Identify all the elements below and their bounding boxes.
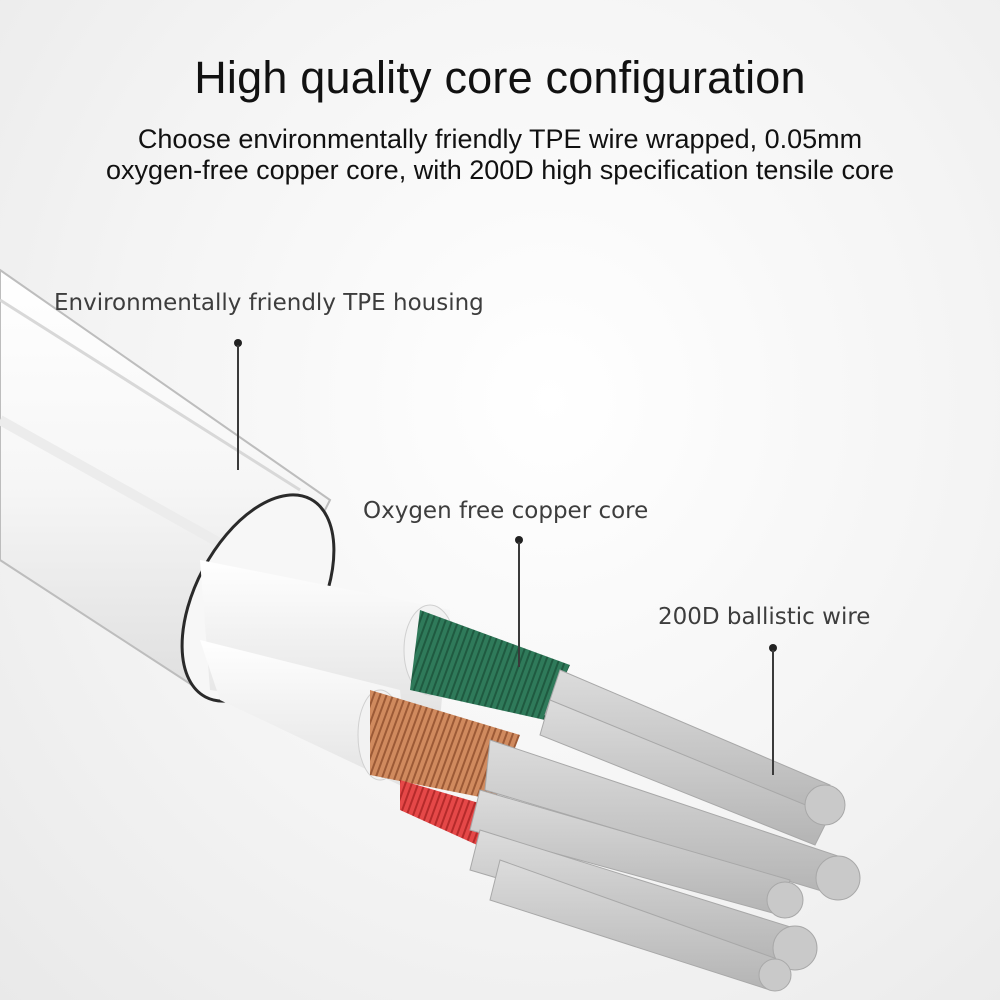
- subtitle-line-1: Choose environmentally friendly TPE wire…: [137, 124, 863, 154]
- callout-ballistic-line: [772, 650, 774, 775]
- callout-housing-label: Environmentally friendly TPE housing: [54, 290, 484, 316]
- callout-ballistic-dot: [769, 644, 777, 652]
- callout-copper-dot: [515, 536, 523, 544]
- callout-copper-line: [518, 542, 520, 667]
- inner-insulation: [200, 560, 450, 790]
- callout-housing-dot: [234, 339, 242, 347]
- bare-copper-core: [357, 689, 520, 800]
- callout-housing-line: [237, 345, 239, 470]
- green-copper-core: [403, 604, 570, 720]
- ballistic-fibers: [469, 669, 861, 992]
- callout-copper-label: Oxygen free copper core: [363, 498, 649, 524]
- subtitle-line-2: oxygen-free copper core, with 200D high …: [106, 155, 894, 185]
- callout-ballistic-label: 200D ballistic wire: [658, 604, 871, 630]
- page-title: High quality core configuration: [194, 52, 806, 103]
- page-subtitle: Choose environmentally friendly TPE wire…: [40, 124, 960, 186]
